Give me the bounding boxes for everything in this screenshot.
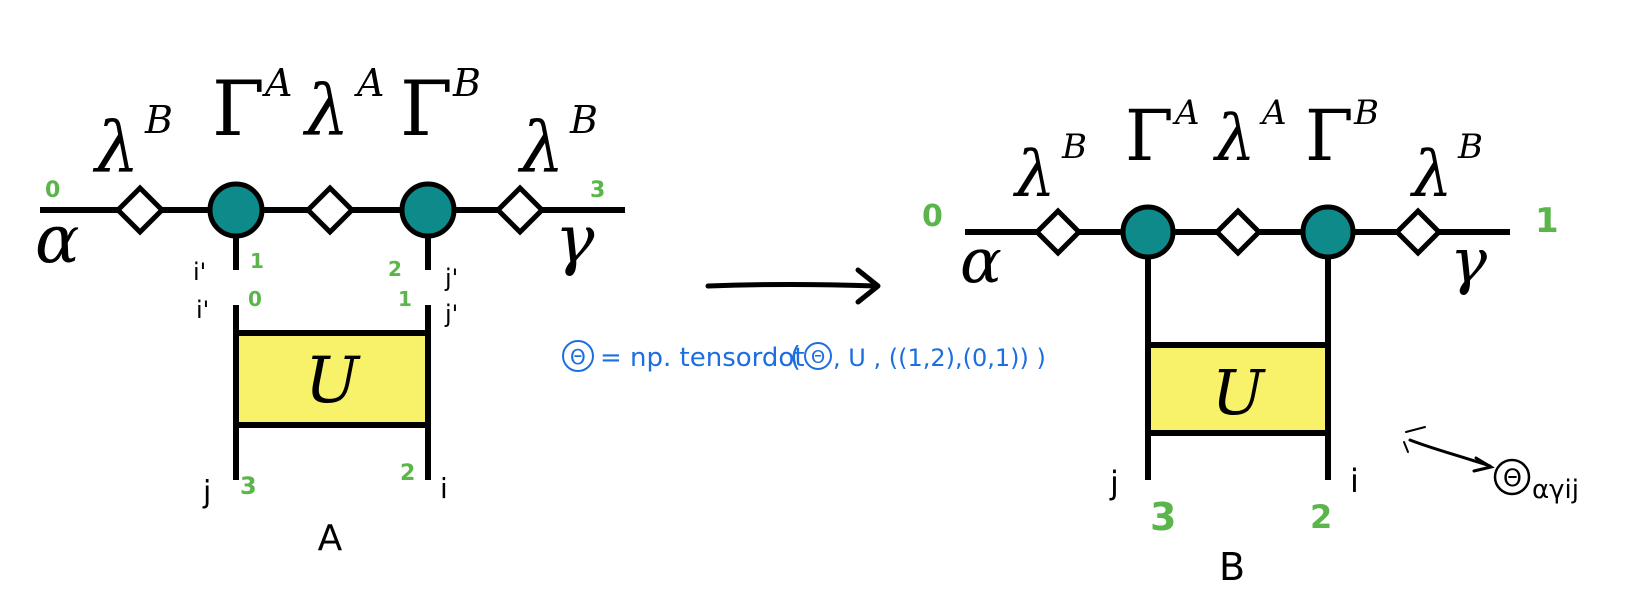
gamma-b-node-a — [399, 181, 457, 239]
lambda-a-label-a: λ — [302, 70, 349, 152]
index-mid-right-a: 1 — [398, 287, 412, 311]
u-gate-a — [233, 330, 431, 428]
lambda-b-right-diamond-a — [494, 184, 546, 236]
alpha-label-a: α — [35, 201, 80, 278]
lambda-b-left-label-a: λ — [92, 107, 139, 189]
u-gate-label-b: U — [1212, 356, 1266, 429]
annotation-arrow — [1403, 426, 1495, 473]
u-gate-b — [1145, 342, 1331, 436]
theta-circle-2 — [804, 342, 832, 370]
lambda-a-sup-a: A — [354, 61, 384, 105]
index-i-bottom-a: i — [440, 472, 448, 505]
formula-eq: = np. tensordot — [600, 343, 805, 373]
alpha-label-b: α — [960, 224, 1002, 297]
gamma-b-node-b — [1300, 204, 1356, 260]
gamma-b-sup-b: B — [1353, 93, 1379, 133]
index-i-mid-a: i' — [196, 296, 209, 324]
u-gate-label-a: U — [305, 344, 361, 418]
gamma-a-sup-a: A — [262, 61, 292, 105]
gamma-a-sup-b: A — [1172, 93, 1200, 133]
index-j-mid-a: j' — [444, 300, 458, 328]
annotation-arrow-head — [1472, 456, 1495, 473]
formula-rest: , U , ((1,2),(0,1)) ) — [833, 344, 1046, 372]
annotation-theta-circle — [1493, 458, 1531, 496]
index-j-bottom-a: j — [202, 475, 211, 510]
lambda-a-sup-b: A — [1259, 93, 1287, 133]
lambda-b-right-label-a: λ — [517, 107, 564, 189]
lambda-b-left-label-b: λ — [1012, 138, 1056, 212]
annotation-arrow-shaft — [1408, 438, 1492, 468]
gamma-b-label-a: Γ — [400, 64, 453, 153]
lambda-b-right-sup-a: B — [569, 98, 598, 142]
lambda-b-left-diamond-a — [114, 184, 166, 236]
lambda-b-left-diamond-b — [1033, 207, 1083, 257]
diagram-b: U λ B Γ A λ A Γ B λ B α γ 0 1 3 2 j i B … — [922, 93, 1579, 589]
lambda-b-right-label-b: λ — [1409, 138, 1453, 212]
arrow-shaft — [705, 282, 879, 289]
lambda-b-left-sup-b: B — [1061, 127, 1087, 167]
lambda-a-diamond-a — [304, 184, 356, 236]
gamma-b-sup-a: B — [452, 61, 481, 105]
formula-open-paren: ( — [790, 340, 801, 373]
index-i-top-a: i' — [193, 258, 206, 286]
annotation-subscript: αγij — [1532, 475, 1579, 505]
annotation-theta: Θ — [1503, 464, 1522, 492]
gamma-a-label-b: Γ — [1125, 95, 1174, 177]
gamma-b-label-b: Γ — [1305, 95, 1354, 177]
index-j-bottom-b: j — [1109, 464, 1119, 502]
index-top-right-a: 2 — [388, 257, 402, 281]
index-bottom-left-a: 3 — [240, 472, 257, 500]
index-top-left-a: 1 — [250, 249, 264, 273]
gamma-leg-label-a: γ — [555, 201, 595, 278]
index-bottom-right-a: 2 — [400, 461, 415, 486]
theta-symbol: Θ — [570, 345, 586, 369]
caption-b: B — [1219, 545, 1245, 589]
formula: Θ = np. tensordot ( Θ , U , ((1,2),(0,1)… — [562, 340, 1046, 373]
lambda-b-right-diamond-b — [1393, 207, 1443, 257]
diagram-a: U λ B Γ A λ A Γ B λ B α γ 0 3 1 2 0 1 3 … — [35, 61, 625, 559]
arrow-head — [855, 267, 881, 305]
index-left-a: 0 — [45, 178, 60, 203]
caption-a: A — [318, 518, 343, 559]
annotation-tick-marks — [1403, 426, 1426, 453]
index-bottom-right-b: 2 — [1310, 498, 1332, 536]
index-right-a: 3 — [590, 178, 605, 203]
theta-circle — [562, 340, 594, 372]
index-j-top-a: j' — [444, 264, 458, 292]
gamma-a-label-a: Γ — [212, 64, 265, 153]
lambda-b-left-sup-a: B — [144, 98, 173, 142]
gamma-a-node-b — [1120, 204, 1176, 260]
lambda-b-right-sup-b: B — [1457, 127, 1483, 167]
gamma-a-node-a — [207, 181, 265, 239]
gamma-leg-label-b: γ — [1450, 224, 1488, 297]
lambda-a-diamond-b — [1213, 207, 1263, 257]
theta-symbol-2: Θ — [811, 347, 825, 368]
index-bottom-left-b: 3 — [1150, 495, 1176, 539]
index-i-bottom-b: i — [1350, 462, 1359, 500]
index-mid-left-a: 0 — [248, 287, 262, 311]
index-right-b: 1 — [1535, 201, 1559, 241]
arrow — [705, 267, 881, 305]
lambda-a-label-b: λ — [1212, 102, 1256, 176]
index-left-b: 0 — [922, 199, 943, 234]
